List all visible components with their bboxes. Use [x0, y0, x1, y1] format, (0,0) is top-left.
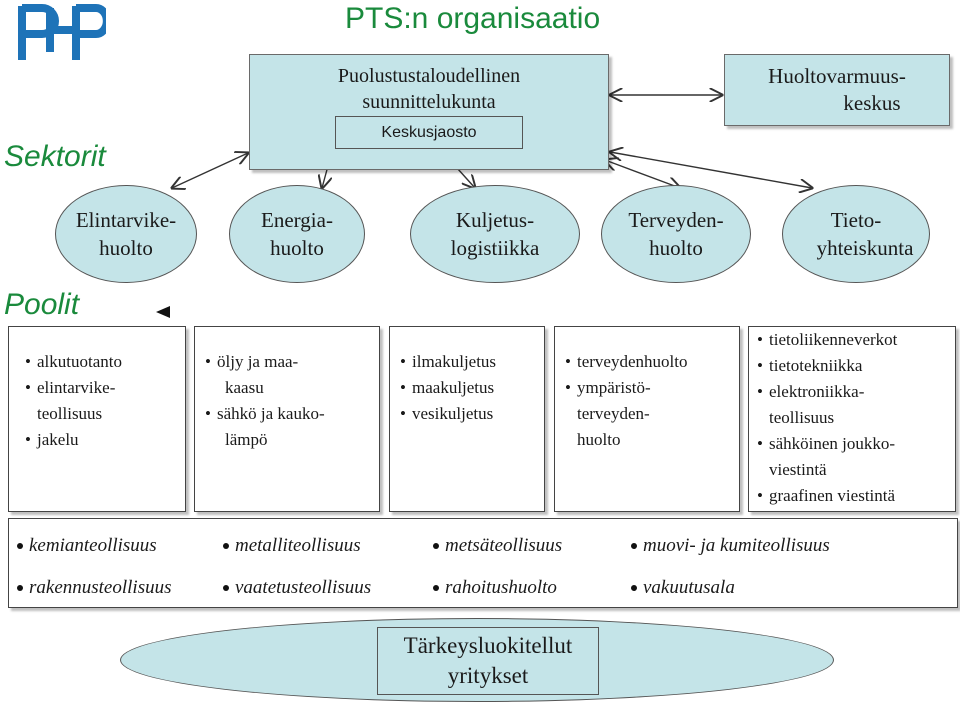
- sector-kuljetuslogistiikka: Kuljetus-logistiikka: [410, 185, 580, 283]
- industry-item: metalliteollisuus: [223, 535, 361, 557]
- pool-5-item: graafinen viestintä: [757, 483, 955, 509]
- sector-2-line2: huolto: [270, 236, 324, 260]
- sector-terveydenhuolto: Terveyden-huolto: [601, 185, 751, 283]
- pool-2-item: öljy ja maa-: [205, 349, 379, 375]
- industry-item: metsäteollisuus: [433, 535, 562, 557]
- section-label-poolit: Poolit: [4, 288, 80, 321]
- pool-2-item: sähkö ja kauko-: [205, 401, 379, 427]
- pool-1-item: alkutuotanto: [25, 349, 185, 375]
- keskusjaosto-label: Keskusjaosto: [381, 124, 477, 141]
- pts-logo-icon: [18, 3, 106, 60]
- pool-5-item: elektroniikka-: [757, 379, 955, 405]
- pool-3-item: maakuljetus: [400, 375, 544, 401]
- right-box-line2: keskus: [843, 91, 901, 115]
- pool-5-item: tietoliikenneverkot: [757, 327, 955, 353]
- pool-3-item: vesikuljetus: [400, 401, 544, 427]
- sector-4-line1: Terveyden-: [628, 208, 724, 232]
- pool-4-item: ympäristö-: [565, 375, 739, 401]
- page-title: PTS:n organisaatio: [345, 2, 601, 35]
- sector-4-line2: huolto: [649, 236, 703, 260]
- sector-energiahuolto: Energia-huolto: [229, 185, 365, 283]
- pool-3-item: ilmakuljetus: [400, 349, 544, 375]
- pool-5-item: viestintä: [769, 460, 827, 479]
- industries-box: kemianteollisuus metalliteollisuus metsä…: [8, 518, 958, 608]
- companies-line1: Tärkeysluokitellut: [403, 633, 573, 658]
- main-box-line2: suunnittelukunta: [362, 91, 496, 113]
- industry-item: kemianteollisuus: [17, 535, 157, 557]
- pool-1-item: jakelu: [25, 427, 185, 453]
- arrow-main-to-sector-1: [172, 153, 248, 188]
- arrow-main-to-sector-4: [605, 160, 680, 188]
- pool-2-item: kaasu: [225, 378, 264, 397]
- pool-4-item: terveyden-: [577, 404, 650, 423]
- industry-item: muovi- ja kumiteollisuus: [631, 535, 830, 557]
- companies-box: Tärkeysluokitellut yritykset: [377, 627, 599, 695]
- sector-3-line1: Kuljetus-: [455, 208, 535, 232]
- pool-terveydenhuolto: terveydenhuolto ympäristö- terveyden- hu…: [554, 326, 740, 512]
- industry-item: vaatetusteollisuus: [223, 577, 371, 599]
- puolustustaloudellinen-box: Puolustustaloudellinen suunnittelukunta: [249, 54, 609, 170]
- pool-2-item: lämpö: [225, 430, 268, 449]
- sector-1-line1: Elintarvike-: [75, 208, 177, 232]
- huoltovarmuuskeskus-box: Huoltovarmuus- keskus: [724, 54, 950, 126]
- industry-item: rahoitushuolto: [433, 577, 557, 599]
- industry-item: rakennusteollisuus: [17, 577, 172, 599]
- pool-tietoyhteiskunta: tietoliikenneverkot tietotekniikka elekt…: [748, 326, 956, 512]
- pool-4-item: terveydenhuolto: [565, 349, 739, 375]
- pool-5-item: tietotekniikka: [757, 353, 955, 379]
- main-box-line1: Puolustustaloudellinen: [337, 65, 521, 87]
- keskusjaosto-box: Keskusjaosto: [335, 116, 523, 149]
- pool-energiahuolto: öljy ja maa- kaasu sähkö ja kauko- lämpö: [194, 326, 380, 512]
- right-box-line1: Huoltovarmuus-: [768, 64, 906, 88]
- sector-elintarvikehuolto: Elintarvike-huolto: [55, 185, 197, 283]
- sector-5-line1: Tieto-: [830, 208, 882, 232]
- arrow-main-to-sector-5: [610, 152, 812, 188]
- sector-2-line1: Energia-: [261, 208, 333, 232]
- pool-elintarvikehuolto: alkutuotanto elintarvike- teollisuus jak…: [8, 326, 186, 512]
- companies-line2: yritykset: [447, 663, 529, 688]
- pool-5-item: sähköinen joukko-: [757, 431, 955, 457]
- pool-4-item: huolto: [577, 430, 621, 449]
- pool-kuljetuslogistiikka: ilmakuljetus maakuljetus vesikuljetus: [389, 326, 545, 512]
- sector-3-line2: logistiikka: [450, 236, 540, 260]
- pool-1-item: teollisuus: [37, 404, 103, 423]
- pool-1-item: elintarvike-: [25, 375, 185, 401]
- sector-1-line2: huolto: [99, 236, 153, 260]
- pool-5-item: teollisuus: [769, 408, 835, 427]
- sector-tietoyhteiskunta: Tieto-yhteiskunta: [782, 185, 930, 283]
- sector-5-line2: yhteiskunta: [816, 236, 914, 260]
- section-label-sektorit: Sektorit: [4, 140, 106, 173]
- industry-item: vakuutusala: [631, 577, 735, 599]
- arrow-left-icon: [156, 306, 170, 318]
